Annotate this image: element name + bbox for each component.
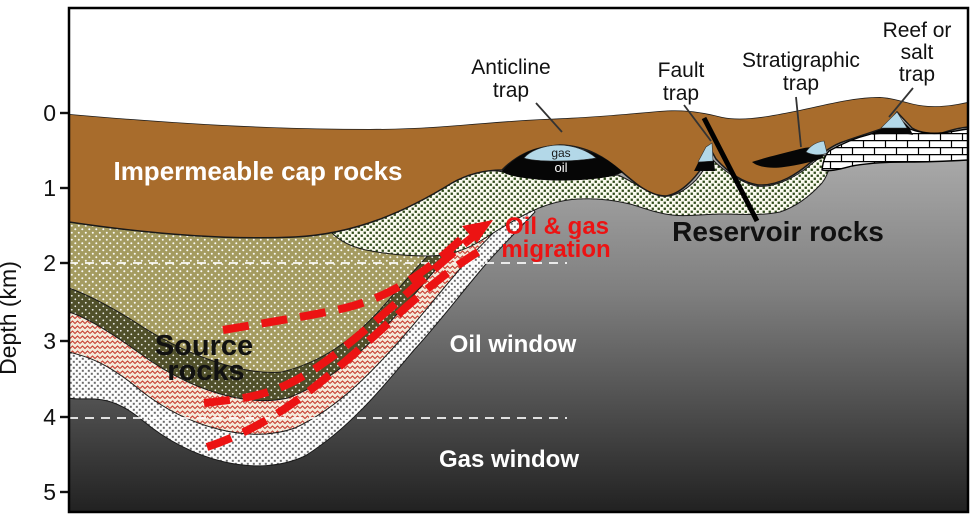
reservoir-rocks-label: Reservoir rocks — [672, 216, 884, 247]
fault-pointer — [683, 104, 712, 142]
migration-arrowhead — [462, 220, 493, 243]
fault-trap-label-line1: Fault — [658, 59, 705, 82]
depth-axis: Depth (km) 0 1 2 3 4 5 — [0, 100, 69, 505]
strat-pointer — [795, 96, 802, 148]
migration-arrows — [203, 230, 481, 451]
sky — [69, 8, 968, 129]
fault-gas-accumulation — [697, 142, 714, 163]
depth-axis-tick-marks — [60, 111, 69, 494]
oil-window-label: Oil window — [450, 331, 577, 358]
anticline-gas-accumulation — [523, 144, 597, 162]
reef-trap-label-line1: Reef or — [883, 19, 952, 42]
trap-pointer-lines — [535, 87, 914, 148]
strat-oil-accumulation — [752, 146, 823, 168]
reef-trap-label-line2: salt — [901, 41, 934, 64]
depth-tick-2: 2 — [43, 250, 56, 276]
oil-fluid-label: oil — [554, 160, 567, 175]
strat-gas-accumulation — [805, 140, 828, 156]
reef-gas-accumulation — [880, 111, 908, 129]
migration-path-upper — [222, 230, 471, 334]
anticline-trap-label-line1: Anticline — [471, 56, 550, 79]
cap-rocks-label: Impermeable cap rocks — [113, 156, 402, 186]
source-rocks-label-line1: Source — [155, 330, 253, 362]
fault-line — [701, 116, 760, 223]
source-rocks-label-line2: rocks — [167, 355, 244, 387]
depth-tick-5: 5 — [43, 479, 56, 505]
reef-salt-body — [821, 115, 969, 172]
migration-label-line2: migration — [501, 236, 610, 263]
depth-axis-title: Depth (km) — [0, 261, 21, 375]
migration-label-line1: Oil & gas — [505, 213, 609, 240]
anticline-pointer — [535, 102, 563, 133]
fault-trap-label-line2: trap — [663, 82, 699, 105]
migration-path-middle — [203, 232, 477, 407]
depth-tick-3: 3 — [43, 328, 56, 354]
reef-trap-label-line3: trap — [899, 63, 935, 86]
anticline-trap-label-line2: trap — [493, 79, 529, 102]
gas-window-label: Gas window — [439, 446, 579, 473]
strat-trap-label-line2: trap — [783, 72, 819, 95]
depth-tick-0: 0 — [43, 100, 56, 126]
reef-pointer — [888, 87, 914, 118]
plot-border — [67, 6, 970, 514]
strat-trap-label-line1: Stratigraphic — [742, 49, 860, 72]
fault-oil-accumulation — [694, 161, 715, 171]
depth-tick-1: 1 — [43, 175, 56, 201]
gas-fluid-label: gas — [551, 146, 570, 160]
plot-area — [68, 8, 969, 512]
depth-tick-4: 4 — [43, 404, 56, 430]
migration-path-lower — [205, 248, 481, 451]
